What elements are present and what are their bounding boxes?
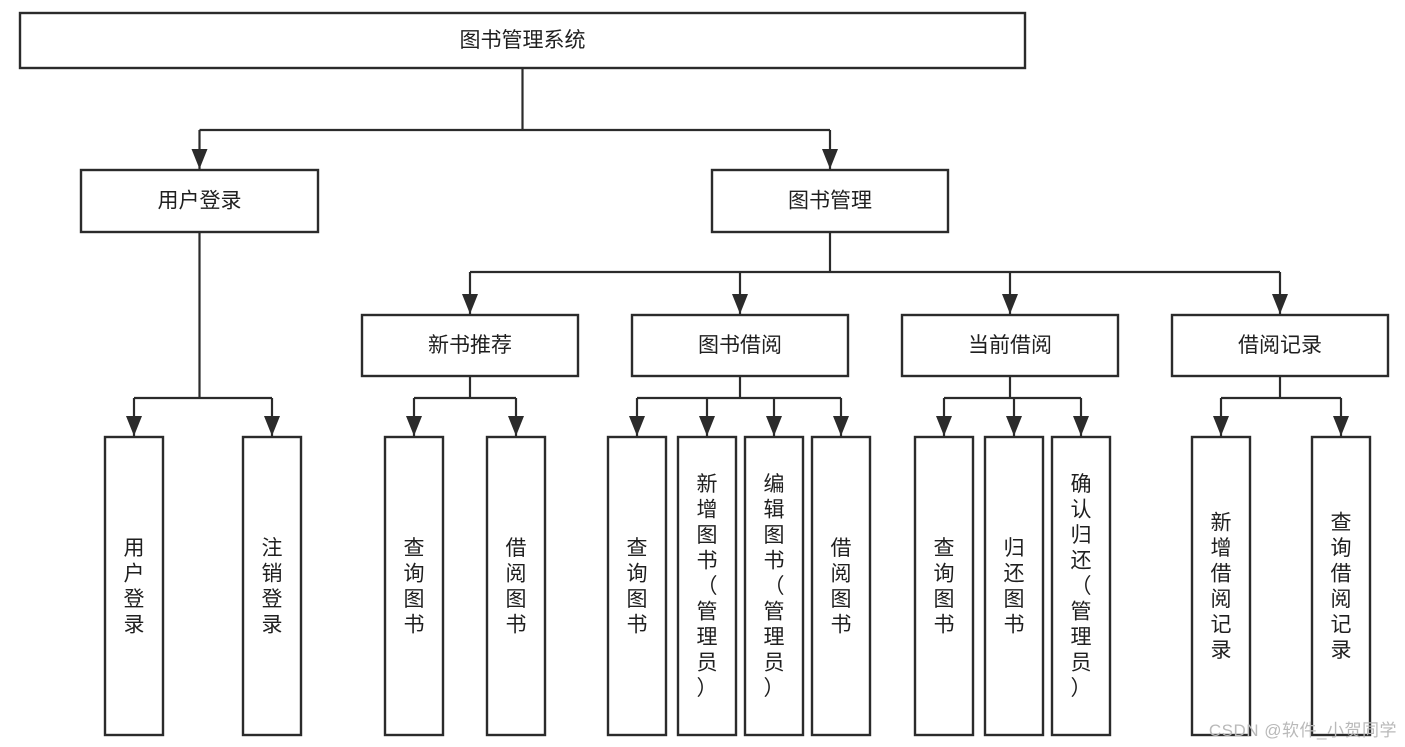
node-leaf-6-rect[interactable]: [743, 435, 805, 737]
node-leaf-2-label: 查询图书: [404, 537, 425, 637]
node-leaf-8-rect[interactable]: [913, 435, 975, 737]
arrow-head-icon: [822, 149, 838, 169]
node-leaf-7[interactable]: 借阅图书: [810, 435, 872, 737]
node-leaf-12[interactable]: 查询借阅记录: [1310, 435, 1372, 737]
arrow-head-icon: [699, 416, 715, 436]
node-leaf-11[interactable]: 新增借阅记录: [1190, 435, 1252, 737]
node-level3-3-label: 借阅记录: [1238, 334, 1322, 357]
arrow-head-icon: [732, 294, 748, 314]
node-level2-0[interactable]: 用户登录: [79, 168, 320, 234]
arrow-head-icon: [406, 416, 422, 436]
node-leaf-8[interactable]: 查询图书: [913, 435, 975, 737]
node-leaf-12-label: 查询借阅记录: [1331, 511, 1352, 662]
csdn-watermark: CSDN @软件_小贺同学: [1208, 721, 1397, 740]
arrow-head-icon: [264, 416, 280, 436]
node-level2-0-label: 用户登录: [158, 190, 242, 213]
arrow-head-icon: [833, 416, 849, 436]
node-leaf-1-label: 注销登录: [262, 537, 283, 637]
node-leaf-3-label: 借阅图书: [506, 537, 527, 637]
node-leaf-2-rect[interactable]: [383, 435, 445, 737]
node-level3-1-label: 图书借阅: [698, 334, 782, 357]
node-leaf-5-label: 新增图书（管理员）: [697, 473, 718, 700]
node-leaf-5-rect[interactable]: [676, 435, 738, 737]
node-leaf-4[interactable]: 查询图书: [606, 435, 668, 737]
node-leaf-7-label: 借阅图书: [831, 537, 852, 637]
arrow-head-icon: [1272, 294, 1288, 314]
node-leaf-9[interactable]: 归还图书: [983, 435, 1045, 737]
node-leaf-11-rect[interactable]: [1190, 435, 1252, 737]
node-level3-1[interactable]: 图书借阅: [630, 313, 850, 378]
connector-layer: [126, 68, 1349, 436]
node-leaf-5[interactable]: 新增图书（管理员）: [676, 435, 738, 737]
node-level3-0-rect[interactable]: [360, 313, 580, 378]
node-leaf-2[interactable]: 查询图书: [383, 435, 445, 737]
arrow-head-icon: [462, 294, 478, 314]
node-leaf-0-rect[interactable]: [103, 435, 165, 737]
node-root[interactable]: 图书管理系统: [18, 11, 1027, 70]
node-level3-0-label: 新书推荐: [428, 334, 512, 357]
node-leaf-6-label: 编辑图书（管理员）: [764, 473, 785, 700]
node-level3-2[interactable]: 当前借阅: [900, 313, 1120, 378]
arrow-head-icon: [766, 416, 782, 436]
arrow-head-icon: [191, 149, 208, 169]
arrow-head-icon: [936, 416, 952, 436]
node-level3-0[interactable]: 新书推荐: [360, 313, 580, 378]
node-level3-1-rect[interactable]: [630, 313, 850, 378]
node-leaf-10-rect[interactable]: [1050, 435, 1112, 737]
arrow-head-icon: [1333, 416, 1349, 436]
arrow-head-icon: [1073, 416, 1089, 436]
node-root-rect[interactable]: [18, 11, 1027, 70]
node-leaf-4-label: 查询图书: [627, 537, 648, 637]
node-level2-1-label: 图书管理: [788, 190, 872, 213]
node-leaf-1[interactable]: 注销登录: [241, 435, 303, 737]
arrow-head-icon: [1002, 294, 1018, 314]
node-leaf-3-rect[interactable]: [485, 435, 547, 737]
node-leaf-11-label: 新增借阅记录: [1211, 511, 1232, 662]
node-root-label: 图书管理系统: [460, 29, 586, 52]
arrow-head-icon: [126, 416, 142, 436]
node-layer: 图书管理系统用户登录图书管理新书推荐图书借阅当前借阅借阅记录用户登录注销登录查询…: [18, 11, 1390, 737]
node-leaf-7-rect[interactable]: [810, 435, 872, 737]
node-level3-3[interactable]: 借阅记录: [1170, 313, 1390, 378]
node-leaf-12-rect[interactable]: [1310, 435, 1372, 737]
node-level3-3-rect[interactable]: [1170, 313, 1390, 378]
node-leaf-9-label: 归还图书: [1004, 537, 1025, 637]
node-leaf-1-rect[interactable]: [241, 435, 303, 737]
node-level2-0-rect[interactable]: [79, 168, 320, 234]
arrow-head-icon: [1006, 416, 1022, 436]
node-leaf-10[interactable]: 确认归还（管理员）: [1050, 435, 1112, 737]
node-level3-2-label: 当前借阅: [968, 334, 1052, 357]
node-level2-1-rect[interactable]: [710, 168, 950, 234]
node-level3-2-rect[interactable]: [900, 313, 1120, 378]
arrow-head-icon: [508, 416, 524, 436]
node-leaf-10-label: 确认归还（管理员）: [1071, 473, 1092, 700]
node-leaf-3[interactable]: 借阅图书: [485, 435, 547, 737]
node-level2-1[interactable]: 图书管理: [710, 168, 950, 234]
arrow-head-icon: [1213, 416, 1229, 436]
arrow-head-icon: [629, 416, 645, 436]
node-leaf-0[interactable]: 用户登录: [103, 435, 165, 737]
node-leaf-8-label: 查询图书: [934, 537, 955, 637]
node-leaf-9-rect[interactable]: [983, 435, 1045, 737]
node-leaf-0-label: 用户登录: [124, 537, 145, 637]
node-leaf-6[interactable]: 编辑图书（管理员）: [743, 435, 805, 737]
node-leaf-4-rect[interactable]: [606, 435, 668, 737]
